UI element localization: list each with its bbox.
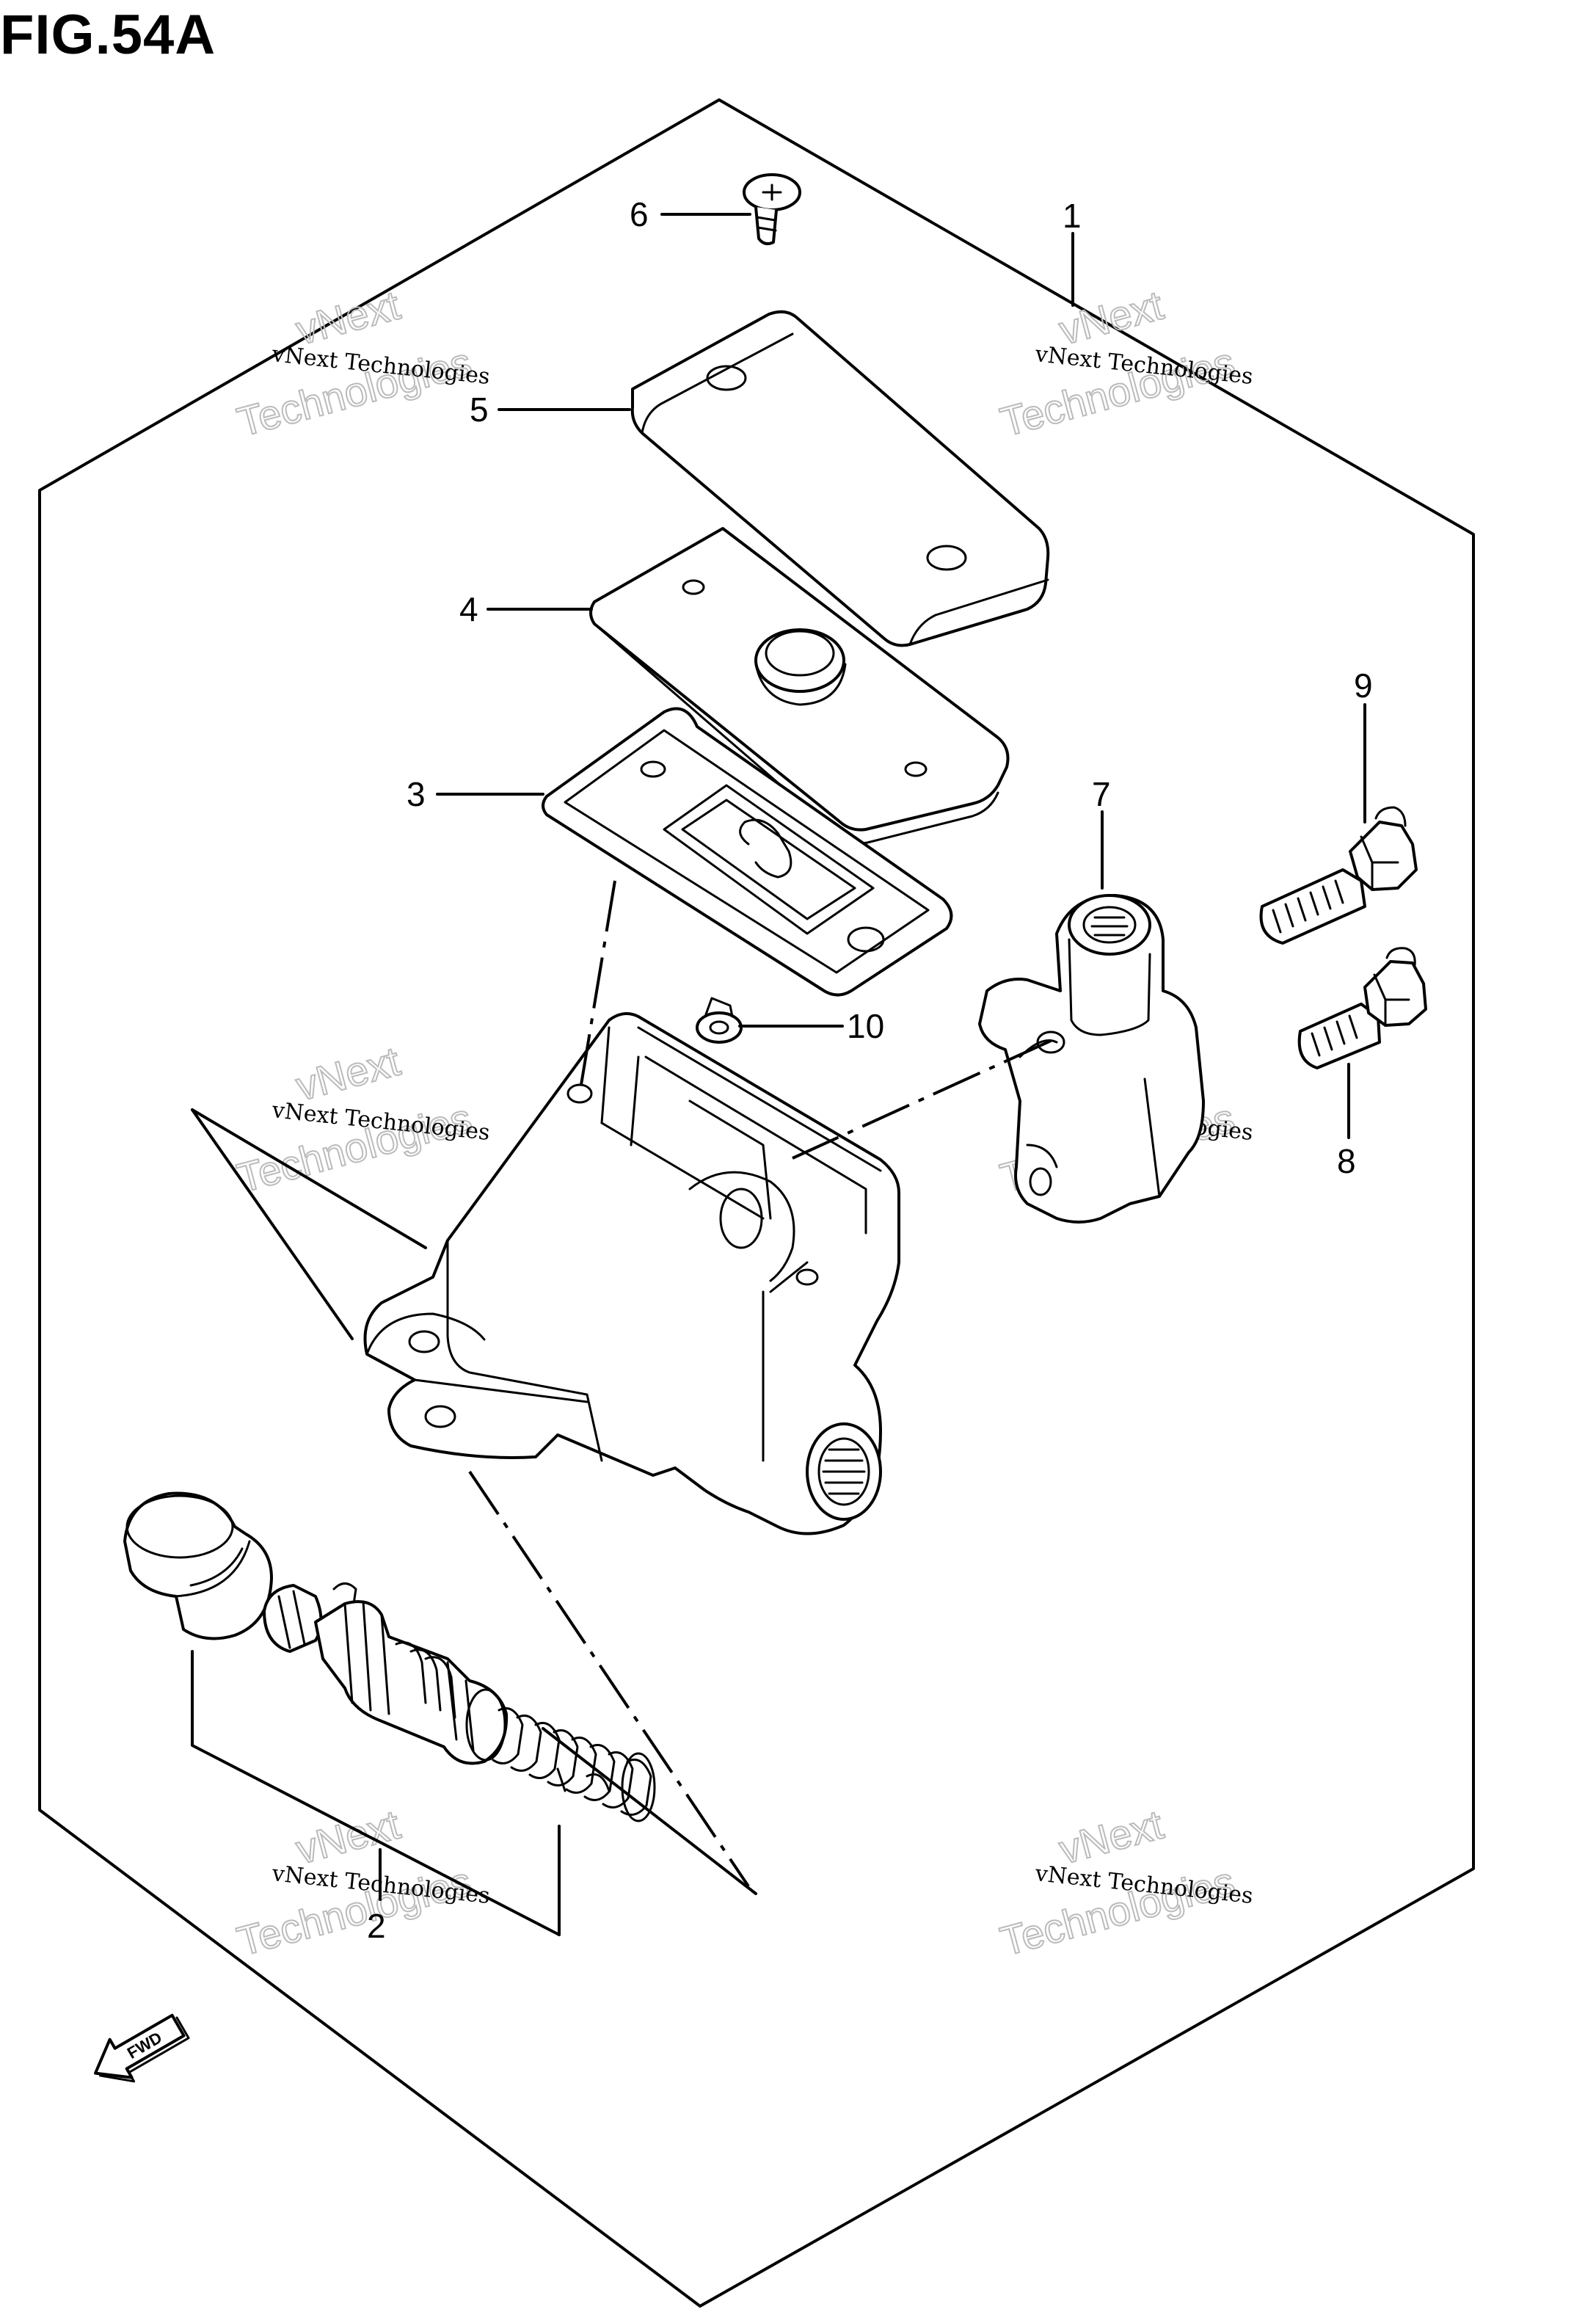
callout-6: 6 (630, 195, 649, 233)
part-2-piston-assembly (123, 1491, 656, 1822)
part-7-fitting (978, 894, 1205, 1224)
figure-title: FIG.54A (0, 4, 216, 66)
callout-10: 10 (847, 1007, 884, 1045)
part-5-reservoir-cap (630, 310, 1050, 647)
callout-8: 8 (1337, 1142, 1356, 1180)
watermark-top-left: Technologies vNext vNext Technologies (232, 281, 491, 446)
bracket-lines (191, 1108, 757, 1936)
part-4-diaphragm-plate (589, 527, 1010, 845)
svg-text:vNext: vNext (291, 1801, 405, 1873)
part-10-washer (696, 997, 743, 1044)
part-8-bolt (1297, 947, 1427, 1069)
callout-5: 5 (470, 390, 489, 429)
leader-lines (379, 213, 1366, 1901)
part-9-bolt (1259, 806, 1418, 945)
callout-4: 4 (459, 590, 478, 628)
part-1-master-cylinder-body (363, 1012, 900, 1535)
callout-9: 9 (1354, 666, 1373, 705)
watermark-mid-left: Technologies vNext vNext Technologies (232, 1037, 491, 1202)
watermark-bottom-left: Technologies vNext vNext Technologies (232, 1800, 491, 1966)
alignment-lines (468, 880, 1052, 1888)
part-6-screw (743, 173, 801, 246)
watermark-bottom-right: Technologies vNext vNext Technologies (995, 1800, 1254, 1966)
callout-7: 7 (1092, 775, 1111, 813)
svg-text:vNext: vNext (1054, 1801, 1168, 1873)
svg-text:vNext: vNext (291, 1038, 405, 1110)
fwd-direction-marker: FWD (94, 2013, 190, 2083)
callout-3: 3 (407, 775, 426, 813)
callout-1: 1 (1063, 197, 1082, 235)
assembly-boundary (38, 98, 1475, 2308)
part-3-gasket (542, 707, 953, 997)
callout-2: 2 (367, 1907, 386, 1945)
watermark-top-right: Technologies vNext vNext Technologies (995, 281, 1254, 446)
svg-text:vNext: vNext (291, 282, 405, 354)
